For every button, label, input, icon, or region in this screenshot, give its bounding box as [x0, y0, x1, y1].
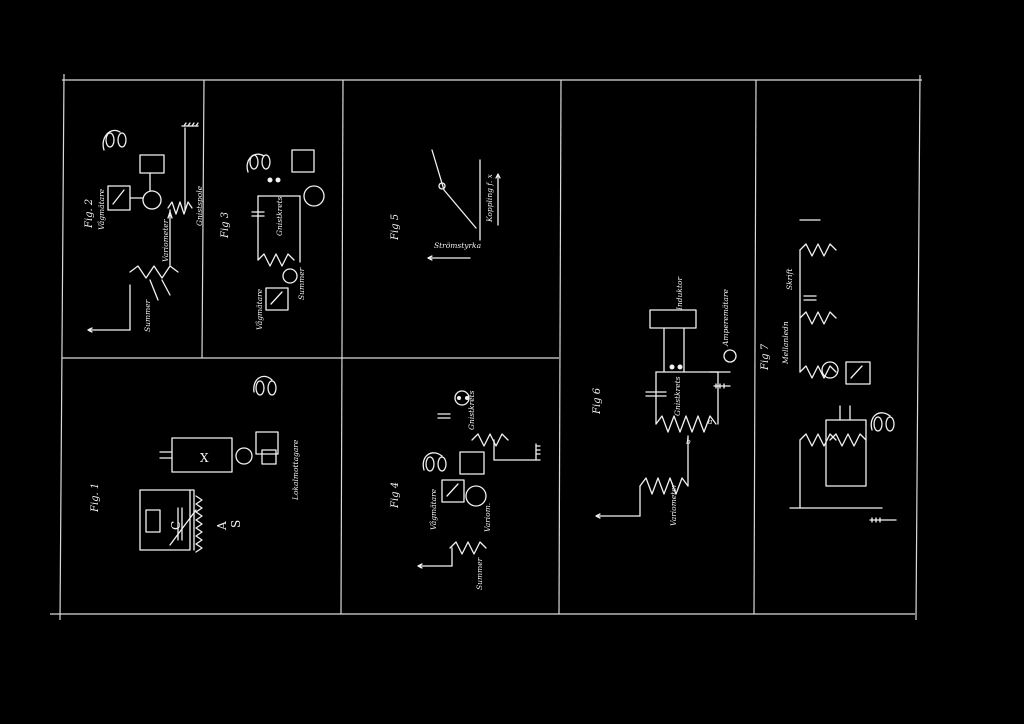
variometer-coil: [129, 265, 179, 279]
ammeter-icon: [723, 349, 737, 363]
buzzer-icon: [235, 447, 253, 465]
fig2-title: Fig. 2: [84, 199, 95, 229]
fig2-summer-label: Summer: [143, 299, 152, 332]
wavemeter-box: [265, 287, 289, 311]
fig1-x-box: [171, 437, 233, 473]
fig2-grid-label: Gnistspole: [195, 185, 204, 226]
fig3-title: Fig 3: [220, 212, 231, 239]
fig3-vagmatare-label: Vågmätare: [255, 288, 264, 330]
fig6-title: Fig 6: [592, 387, 603, 415]
figure-1: Fig. 1 C A S X Lokalmottagare: [90, 375, 300, 553]
fig3-gnistkrets-label: Gnistkrets: [275, 196, 284, 236]
wavemeter-box: [845, 361, 871, 385]
fig1-title: Fig. 1: [90, 483, 101, 513]
fig1-coil-s: [195, 495, 203, 553]
fig1-c-label: C: [169, 521, 183, 530]
buzzer-icon: [142, 190, 162, 210]
fig6-variometer-coil: [639, 477, 689, 495]
headphone-icon: [253, 375, 277, 396]
panel-frame: [50, 73, 922, 621]
fig1-s-label: S: [229, 520, 243, 528]
fig6-inductor: [649, 309, 697, 329]
fig3-summer-label: Summer: [297, 267, 306, 300]
buzzer-icon: [303, 185, 325, 207]
figure-3: Fig 3 Vågmätare Summer Gnistkrets: [220, 149, 325, 330]
fig1-circuit-box: [139, 489, 191, 551]
fig1-x-label: X: [200, 451, 209, 465]
fig4-gnistkrets-label: Gnistkrets: [467, 390, 476, 430]
fig6-amperematare-label: Amperemätare: [721, 289, 730, 347]
fig5-title: Fig 5: [390, 214, 401, 241]
figure-6: Fig 6 Variometer Gnistkrets b a Induktor…: [592, 277, 737, 526]
fig6-gnist-coil: [655, 415, 717, 433]
fig4-title: Fig 4: [390, 482, 401, 509]
fig6-gnistkrets-label: Gnistkrets: [673, 376, 682, 416]
fig2-variometer-label: Variometer: [161, 219, 170, 262]
headphone-icon: [422, 452, 447, 472]
buzzer-icon: [465, 485, 487, 507]
fig6-variometer-label: Variometer: [669, 483, 678, 526]
fig5-curve: [431, 149, 477, 229]
headphone-icon: [246, 153, 271, 173]
fig7-secondary-box: [825, 419, 867, 487]
fig4-variometer-coil: [449, 541, 487, 555]
fig6-induktor-label: Induktor: [675, 277, 684, 311]
buzzer-icon: [821, 361, 839, 379]
fig1-a-label: A: [215, 521, 229, 531]
fig7-skrift-label: Skrift: [785, 268, 794, 290]
fig2-vagmatare-label: Vågmätare: [97, 188, 106, 230]
headphone-icon: [102, 129, 127, 151]
fig6-a-label: a: [708, 417, 712, 426]
fig7-mid-coil: [799, 365, 837, 379]
fig6-b-label: b: [686, 437, 691, 446]
figure-2: Fig. 2 Summer Variometer Vågmätare Gnist…: [84, 122, 204, 333]
wavemeter-box: [107, 185, 131, 211]
figure-7: Fig 7 Mellanledn Skrift: [760, 219, 897, 523]
fig4-vagmatare-label: Vågmätare: [429, 488, 438, 530]
spark-coil: [167, 201, 193, 215]
fig4-variom-label: Variom.: [483, 503, 492, 532]
fig1-lokal-label: Lokalmottagare: [291, 439, 300, 501]
figure-4: Fig 4 Summer Variom. Vågmätare Gnistkret…: [390, 390, 541, 590]
fig3-coil: [257, 253, 295, 267]
fig5-koppling-label: Koppling f. x: [485, 173, 494, 223]
fig4-summer-label: Summer: [475, 557, 484, 590]
fig5-stromstyrka-label: Strömstyrka: [434, 241, 481, 250]
fig7-title: Fig 7: [760, 343, 771, 371]
fig4-gnist-coil: [471, 433, 509, 447]
fig7-primary-coil: [799, 433, 837, 447]
headphone-icon: [870, 412, 895, 432]
figure-5: Fig 5 Strömstyrka Koppling f. x: [390, 149, 501, 261]
wavemeter-box: [441, 479, 465, 503]
fig7-mellanledn-label: Mellanledn: [781, 321, 790, 365]
